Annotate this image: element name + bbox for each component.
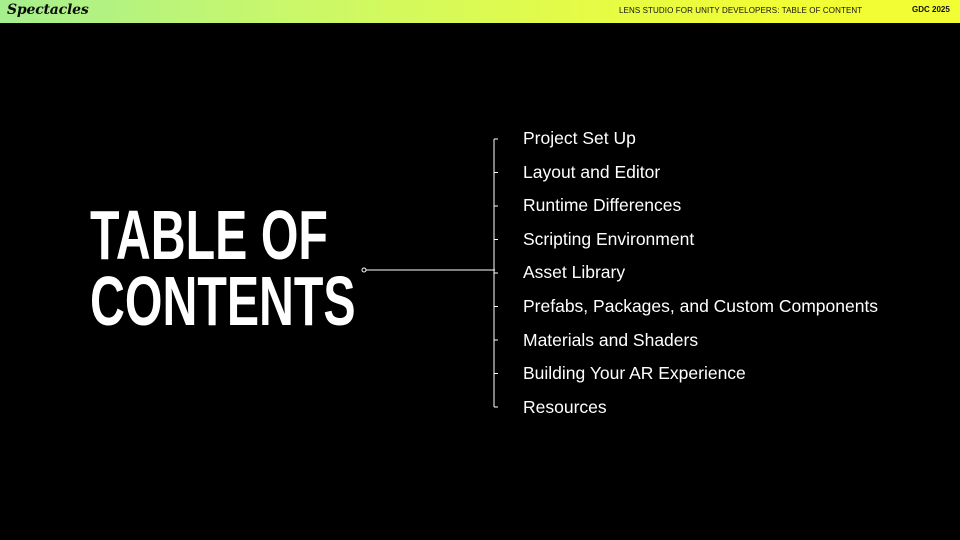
toc-item[interactable]: Asset Library	[523, 262, 626, 283]
toc-item[interactable]: Runtime Differences	[523, 195, 682, 216]
header-title: LENS STUDIO FOR UNITY DEVELOPERS: TABLE …	[619, 6, 863, 15]
toc-item[interactable]: Building Your AR Experience	[523, 363, 746, 384]
connector-dot	[361, 267, 367, 273]
top-bar: Spectacles LENS STUDIO FOR UNITY DEVELOP…	[0, 0, 960, 23]
toc-list: Project Set Up Layout and Editor Runtime…	[523, 124, 878, 426]
toc-item[interactable]: Materials and Shaders	[523, 329, 699, 350]
toc-item[interactable]: Resources	[523, 396, 607, 417]
spectacles-logo: Spectacles	[7, 2, 89, 18]
page-title: TABLE OF CONTENTS	[90, 196, 356, 340]
toc-item[interactable]: Scripting Environment	[523, 228, 695, 249]
page-title-line-1: TABLE OF	[90, 196, 328, 274]
bracket-ticks	[494, 138, 498, 408]
toc-item[interactable]: Project Set Up	[523, 128, 636, 148]
event-badge: GDC 2025	[912, 5, 950, 14]
toc-item[interactable]: Prefabs, Packages, and Custom Components	[523, 295, 879, 316]
toc-item[interactable]: Layout and Editor	[523, 161, 661, 182]
toc-connector-bracket	[361, 138, 498, 408]
page-title-line-2: CONTENTS	[90, 262, 356, 340]
